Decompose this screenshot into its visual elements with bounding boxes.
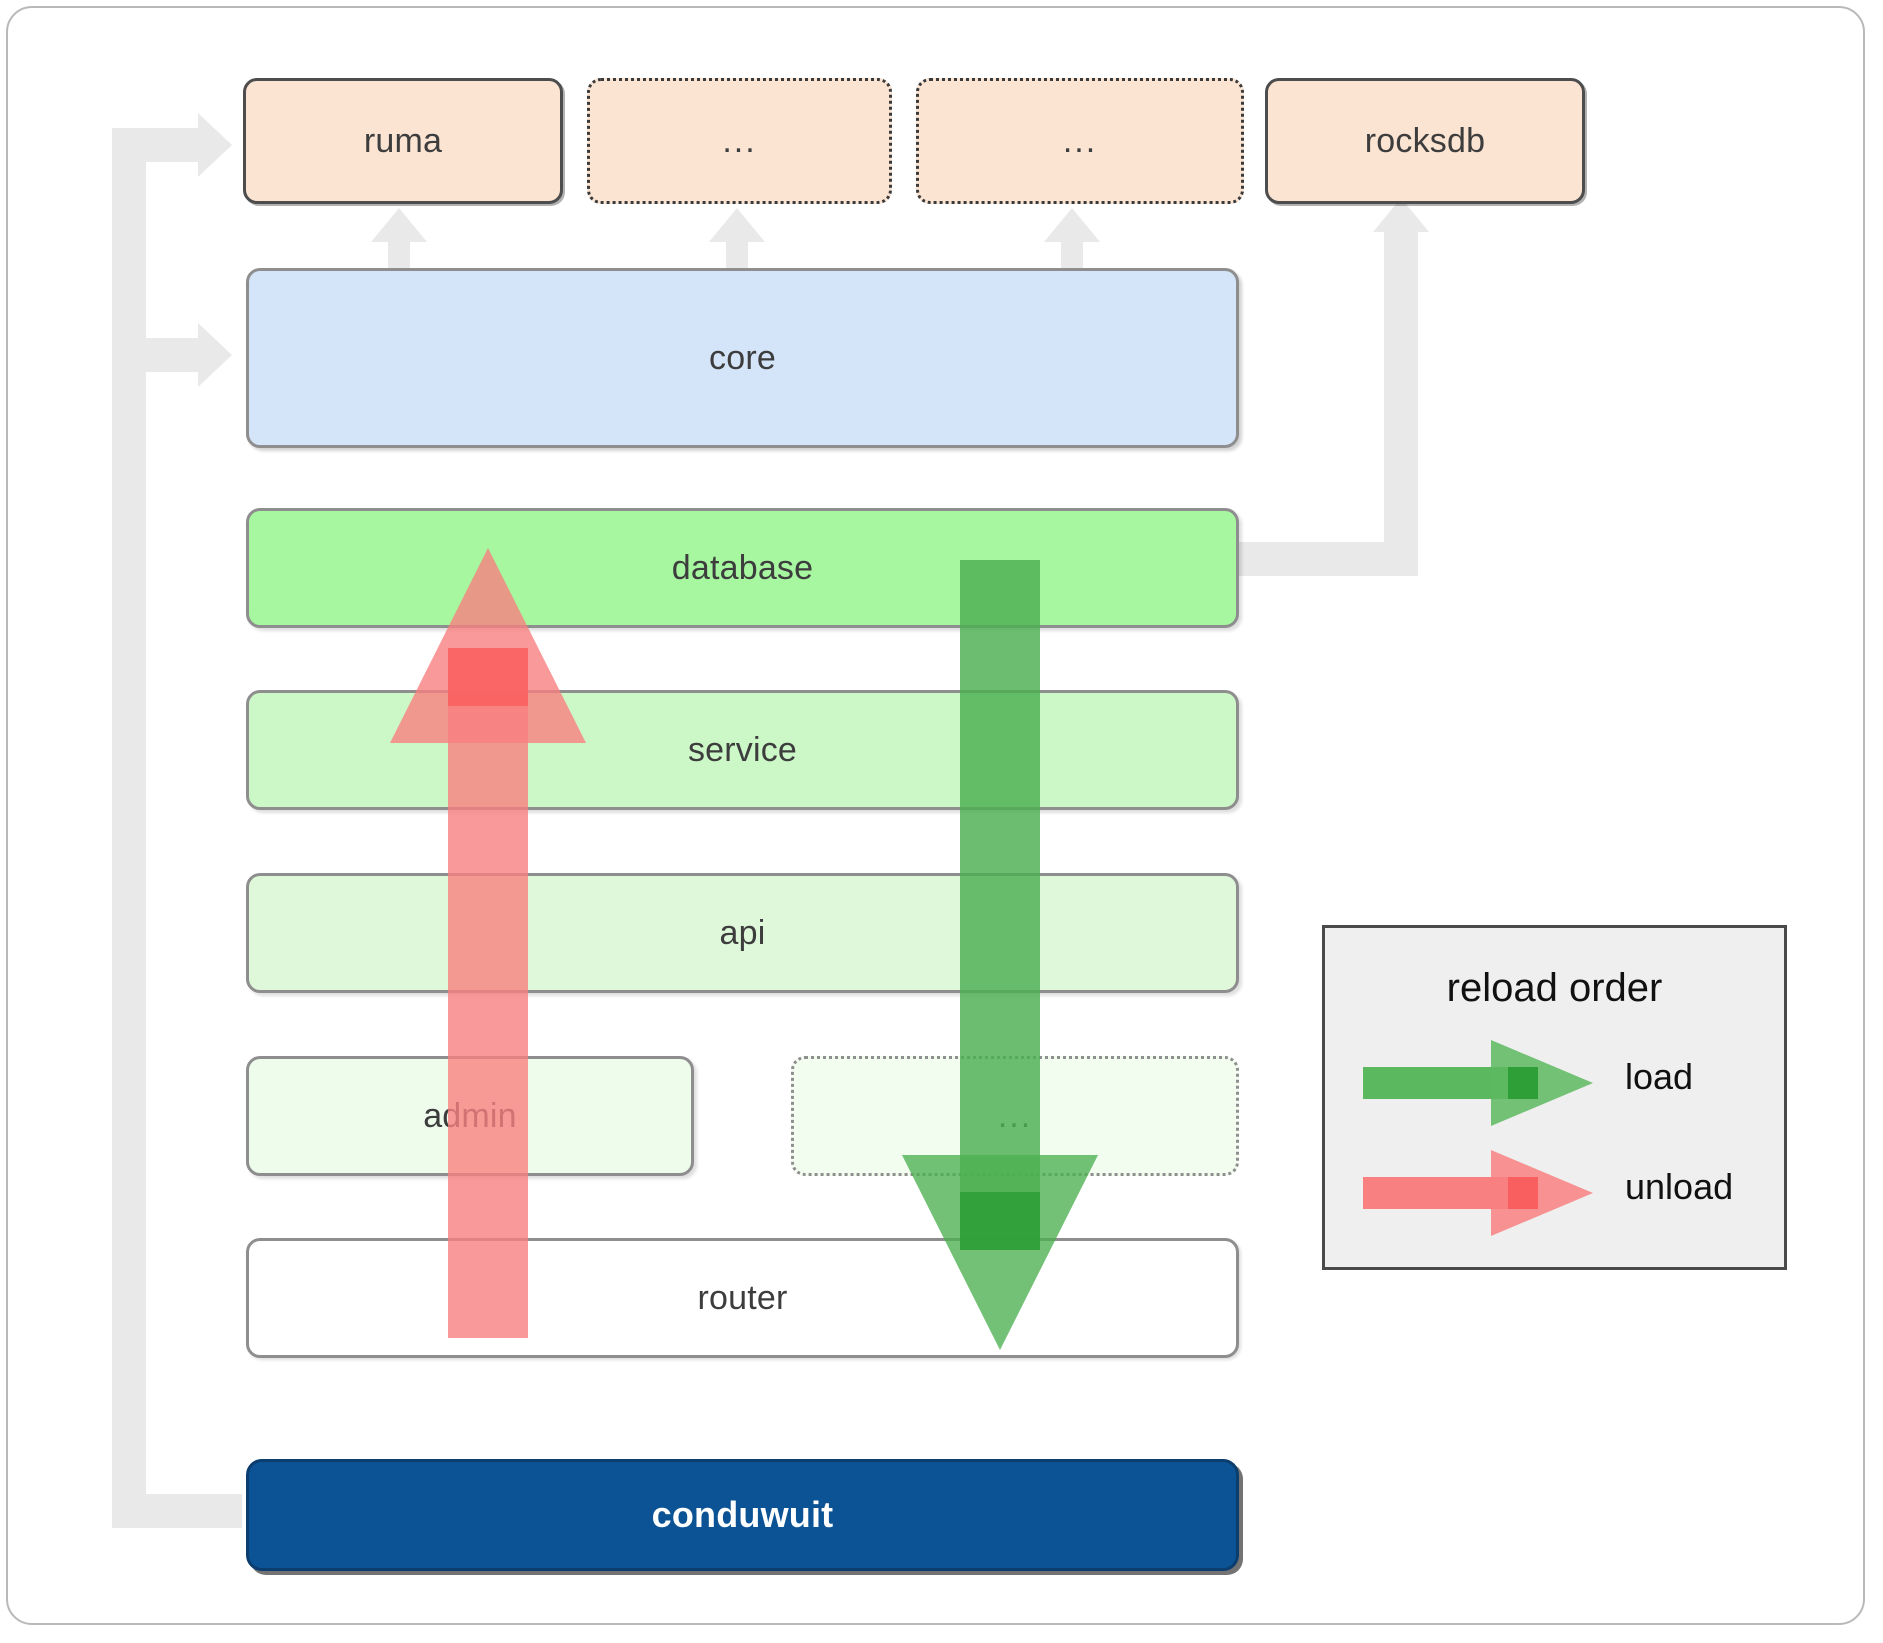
node-app-conduwuit[interactable]: conduwuit <box>246 1459 1239 1571</box>
node-label: ruma <box>363 121 443 160</box>
legend-unload-arrow-icon <box>1363 1150 1593 1236</box>
node-dependency-2[interactable]: ... <box>587 78 892 204</box>
node-dependency-ruma[interactable]: ruma <box>243 78 563 204</box>
connector-to-core-arrowhead <box>198 323 232 387</box>
node-level-router[interactable]: router <box>246 1238 1239 1358</box>
node-core[interactable]: core <box>246 268 1239 448</box>
connector-to-ruma-arrowhead <box>198 113 232 177</box>
connector-core-to-dep2-arrowhead <box>709 208 765 242</box>
node-label: service <box>687 730 798 769</box>
node-dependency-rocksdb[interactable]: rocksdb <box>1265 78 1585 204</box>
node-label: ... <box>1062 121 1098 160</box>
node-label: api <box>719 913 766 952</box>
node-level-api[interactable]: api <box>246 873 1239 993</box>
connector-core-to-ruma-arrowhead <box>371 208 427 242</box>
legend-load-label: load <box>1625 1056 1694 1097</box>
node-level-database[interactable]: database <box>246 508 1239 628</box>
connector-database-to-rocksdb-vertical <box>1384 225 1418 555</box>
node-label: conduwuit <box>651 1494 834 1535</box>
connector-to-ruma <box>112 128 202 162</box>
node-level-service[interactable]: service <box>246 690 1239 810</box>
node-dependency-3[interactable]: ... <box>916 78 1244 204</box>
node-label: core <box>709 338 776 377</box>
node-label: router <box>697 1278 788 1317</box>
node-label: ... <box>722 121 757 160</box>
node-label: database <box>671 548 814 587</box>
legend-title: reload order <box>1446 966 1663 1010</box>
node-label: rocksdb <box>1364 121 1486 160</box>
legend-panel: reload order load unload <box>1322 925 1787 1270</box>
connector-to-core <box>112 338 202 372</box>
connector-core-to-dep3-arrowhead <box>1044 208 1100 242</box>
legend-unload-label: unload <box>1625 1166 1734 1207</box>
connector-to-conduwuit <box>112 1494 242 1528</box>
unload-arrow <box>390 548 586 1338</box>
legend-load-arrow-icon <box>1363 1040 1593 1126</box>
load-arrow <box>902 560 1098 1350</box>
